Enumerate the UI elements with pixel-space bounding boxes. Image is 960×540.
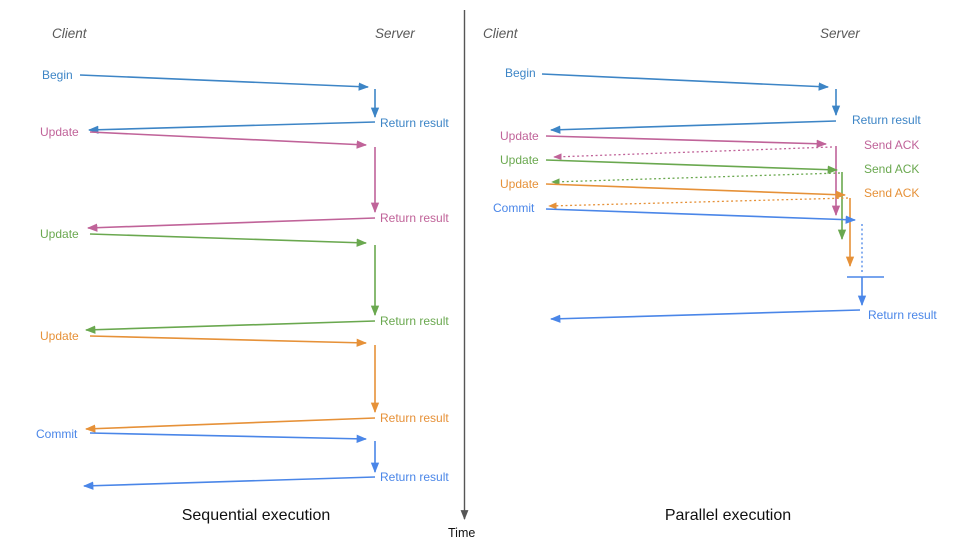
left-commit-return-arrow [82,476,376,490]
right-commit-request-arrow [545,208,857,224]
left-begin-return-label: Return result [380,116,449,130]
sequential-execution-title: Sequential execution [182,507,331,524]
left-server-header: Server [375,26,415,41]
left-update3-request-arrow [89,335,368,347]
left-begin-request-arrow [79,74,370,91]
left-begin-return-arrow [87,121,376,134]
right-update1-label: Update [500,129,539,143]
right-update2-request-arrow [545,159,839,174]
right-begin-label: Begin [505,66,536,80]
left-commit-label: Commit [36,427,78,441]
right-server-header: Server [820,26,860,41]
left-update1-return-label: Return result [380,211,449,225]
left-update2-label: Update [40,227,79,241]
right-update2-label: Update [500,153,539,167]
left-commit-return-label: Return result [380,470,449,484]
right-commit-return-label: Return result [868,308,937,322]
left-client-header: Client [52,26,88,41]
parallel-panel: Client Server Begin Return result Update… [483,26,937,524]
right-update2-ack-label: Send ACK [864,162,919,176]
right-update3-request-arrow [545,183,847,199]
time-axis: Time [448,10,475,540]
right-update3-ack-arrow [548,197,849,210]
right-commit-label: Commit [493,201,535,215]
left-update1-return-arrow [86,217,376,232]
left-begin-label: Begin [42,68,73,82]
left-update1-request-arrow [89,131,368,149]
right-update3-label: Update [500,177,539,191]
right-update1-ack-label: Send ACK [864,138,919,152]
left-update3-return-arrow [84,417,376,433]
right-update2-ack-arrow [551,172,841,186]
left-commit-request-arrow [89,432,368,443]
right-begin-request-arrow [541,73,830,91]
left-update2-return-arrow [84,320,376,334]
right-commit-return-arrow [549,309,861,323]
parallel-execution-title: Parallel execution [665,507,791,524]
right-client-header: Client [483,26,519,41]
left-update3-return-label: Return result [380,411,449,425]
right-update3-ack-label: Send ACK [864,186,919,200]
right-begin-return-label: Return result [852,113,921,127]
time-axis-label: Time [448,526,475,540]
right-update1-request-arrow [545,135,828,148]
left-update1-label: Update [40,125,79,139]
left-update2-return-label: Return result [380,314,449,328]
right-update1-ack-arrow [553,146,833,161]
right-begin-return-arrow [549,120,837,134]
sequential-panel: Client Server Begin Return result Update… [36,26,449,524]
left-update3-label: Update [40,329,79,343]
left-update2-request-arrow [89,233,368,247]
